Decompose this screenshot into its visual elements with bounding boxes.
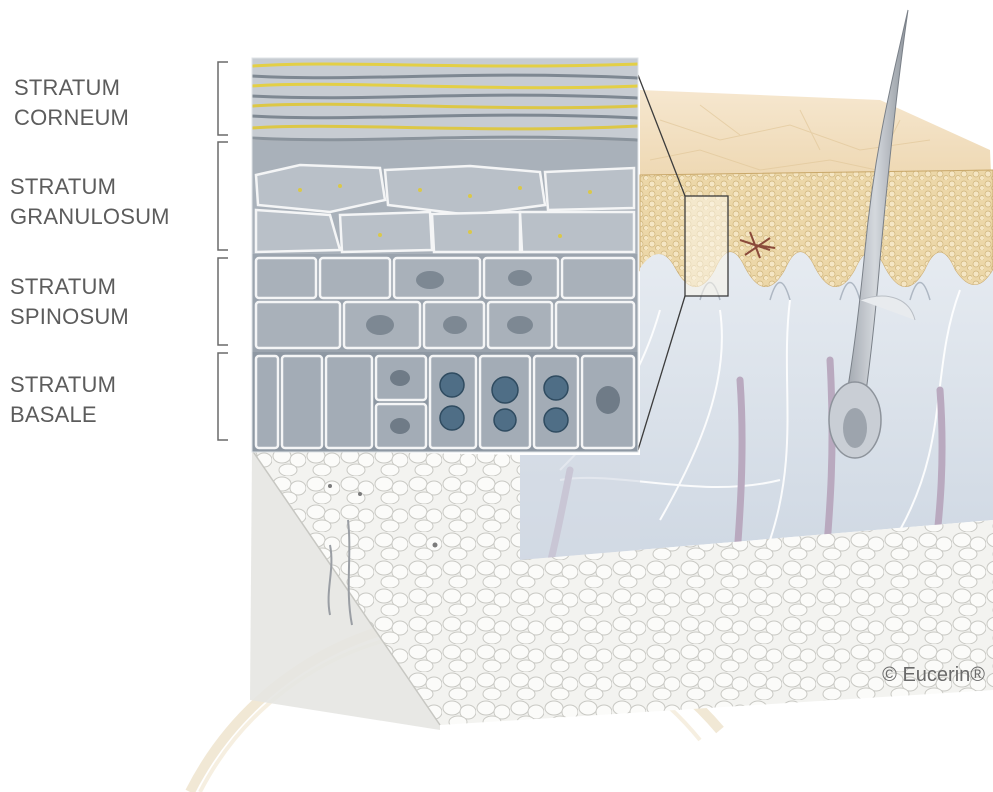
copyright-notice: © Eucerin® xyxy=(882,664,985,687)
label-stratum-corneum: STRATUM CORNEUM xyxy=(14,73,129,133)
magnified-epidermis-inset xyxy=(252,58,638,452)
label-stratum-granulosum: STRATUM GRANULOSUM xyxy=(10,172,170,232)
label-stratum-basale: STRATUM BASALE xyxy=(10,370,116,430)
layer-labels: STRATUM CORNEUM STRATUM GRANULOSUM STRAT… xyxy=(0,0,240,460)
label-stratum-spinosum: STRATUM SPINOSUM xyxy=(10,272,129,332)
